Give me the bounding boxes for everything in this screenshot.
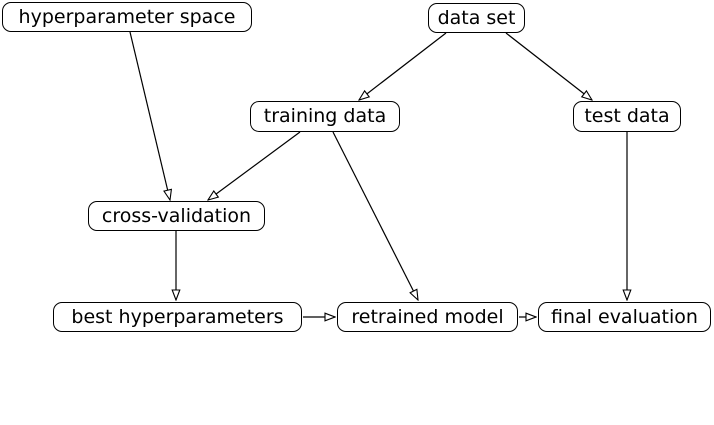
node-hyperparameter-space: hyperparameter space (2, 2, 252, 32)
node-retrained-model: retrained model (337, 302, 518, 332)
edge-data_set-to-test_data (505, 32, 592, 100)
edge-training_data-to-cross_validation (208, 131, 301, 200)
node-test-data: test data (573, 101, 681, 132)
edge-training_data-to-retrained_model (332, 131, 418, 300)
node-final-evaluation: final evaluation (538, 302, 711, 332)
node-data-set: data set (428, 3, 525, 33)
edge-data_set-to-training_data (359, 32, 447, 100)
node-cross-validation: cross-validation (88, 201, 265, 231)
edge-hyperparameter_space-to-cross_validation (129, 31, 170, 200)
node-training-data: training data (250, 101, 400, 132)
node-best-hyperparameters: best hyperparameters (53, 302, 302, 332)
